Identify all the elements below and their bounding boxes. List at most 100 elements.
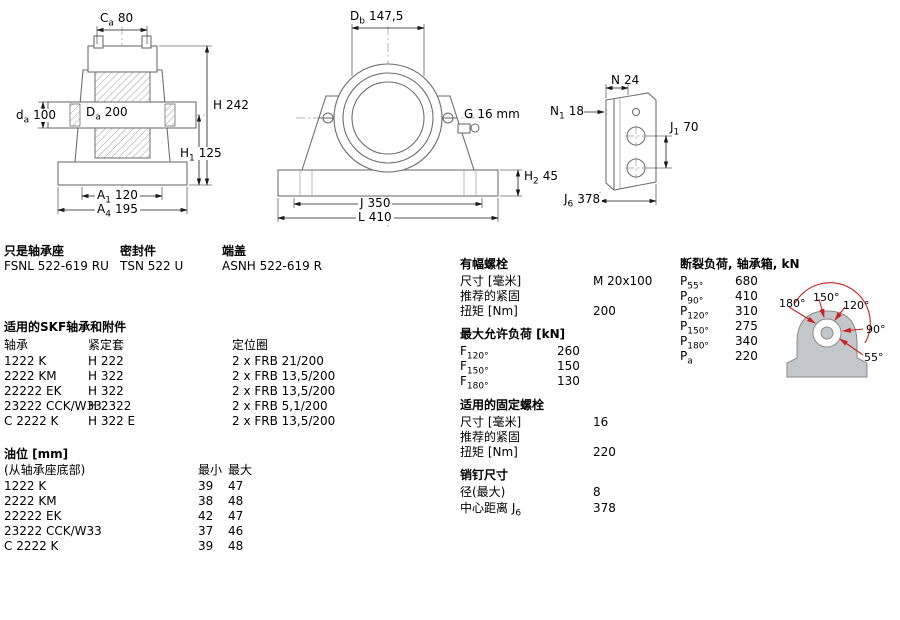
- col-bearing: 轴承: [4, 338, 29, 352]
- angle-label-90: 90°: [866, 323, 886, 336]
- pins-title: 销钉尺寸: [460, 468, 509, 482]
- pin-diameter-value: 8: [593, 485, 601, 499]
- sleeve-cell: H 322: [88, 369, 124, 383]
- angle-label-180: 180°: [779, 297, 806, 310]
- load-arrow-150: [818, 298, 825, 318]
- bearing-cell: 1222 K: [4, 354, 47, 368]
- oil-max-cell: 46: [228, 524, 244, 538]
- attachment-tighten-label: 推荐的紧固: [460, 289, 521, 303]
- oil-bearing-cell: 1222 K: [4, 479, 47, 493]
- breaking-load-value: 680: [735, 274, 758, 288]
- side-view-drawing: [38, 26, 212, 214]
- fixing-bolts-title: 适用的固定螺栓: [460, 398, 545, 412]
- breaking-load-value: 410: [735, 289, 758, 303]
- col-min: 最小: [198, 463, 223, 477]
- sleeve-cell: H 222: [88, 354, 124, 368]
- bearing-cell: 23222 CCK/W33: [4, 399, 102, 413]
- pin-center-distance-value: 378: [593, 501, 616, 515]
- breaking-load-label: P120°: [680, 304, 709, 322]
- seal-label: 密封件: [120, 244, 157, 258]
- col-ring: 定位圈: [232, 338, 269, 352]
- bearing-cell: 22222 EK: [4, 384, 62, 398]
- angle-label-55: 55°: [864, 351, 884, 364]
- oil-max-cell: 47: [228, 479, 244, 493]
- ring-cell: 2 x FRB 13,5/200: [232, 384, 336, 398]
- attachment-size-label: 尺寸 [毫米]: [460, 274, 522, 288]
- ring-cell: 2 x FRB 13,5/200: [232, 414, 336, 428]
- end-plate-drawing: [584, 84, 672, 205]
- bearing-cell: 2222 KM: [4, 369, 57, 383]
- housing-only-label: 只是轴承座: [4, 244, 65, 258]
- attachment-torque-label: 扭矩 [Nm]: [460, 304, 518, 318]
- load-arrow-120: [834, 306, 846, 321]
- oil-bearing-cell: 23222 CCK/W33: [4, 524, 102, 538]
- ring-cell: 2 x FRB 5,1/200: [232, 399, 328, 413]
- max-load-label: F120°: [460, 344, 489, 362]
- sleeve-cell: H 2322: [88, 399, 132, 413]
- fixing-size-value: 16: [593, 415, 609, 429]
- oil-min-cell: 39: [198, 479, 214, 493]
- breaking-load-value: 310: [735, 304, 758, 318]
- max-load-label: F150°: [460, 359, 489, 377]
- attachment-size-value: M 20x100: [593, 274, 653, 288]
- breaking-load-label: P150°: [680, 319, 709, 337]
- oil-min-cell: 38: [198, 494, 214, 508]
- oil-max-cell: 48: [228, 494, 244, 508]
- load-arrow-55: [839, 338, 864, 356]
- oil-level-title: 油位 [mm]: [4, 447, 69, 461]
- oil-bearing-cell: 22222 EK: [4, 509, 62, 523]
- oil-min-cell: 39: [198, 539, 214, 553]
- col-sleeve: 紧定套: [88, 338, 125, 352]
- breaking-load-value: 340: [735, 334, 758, 348]
- front-view-drawing: [277, 24, 522, 228]
- attachment-bolts-title: 有幅螺栓: [460, 257, 509, 271]
- load-angle-arc: [794, 282, 871, 344]
- breaking-load-value: 275: [735, 319, 758, 333]
- pin-diameter-label: 径(最大): [460, 485, 506, 499]
- oil-min-cell: 42: [198, 509, 214, 523]
- grease-fitting: [457, 123, 480, 134]
- load-arrow-180: [788, 306, 816, 324]
- ring-cell: 2 x FRB 21/200: [232, 354, 324, 368]
- attachment-torque-value: 200: [593, 304, 616, 318]
- breaking-load-label: Pa: [680, 349, 693, 367]
- fixing-torque-label: 扭矩 [Nm]: [460, 445, 518, 459]
- max-load-title: 最大允许负荷 [kN]: [460, 327, 566, 341]
- breaking-load-label: P90°: [680, 289, 704, 307]
- seal-designation: TSN 522 U: [120, 259, 184, 273]
- shaft-center: [820, 326, 834, 340]
- housing-designation: FSNL 522-619 RU: [4, 259, 109, 273]
- oil-min-cell: 37: [198, 524, 214, 538]
- max-load-value: 130: [557, 374, 580, 388]
- fixing-torque-value: 220: [593, 445, 616, 459]
- sleeve-cell: H 322: [88, 384, 124, 398]
- pin-center-distance-label: 中心距离 J6: [460, 501, 522, 519]
- col-max: 最大: [228, 463, 253, 477]
- sleeve-cell: H 322 E: [88, 414, 136, 428]
- breaking-load-value: 220: [735, 349, 758, 363]
- end-cover-designation: ASNH 522-619 R: [222, 259, 322, 273]
- oil-level-subtitle: (从轴承座底部): [4, 463, 86, 477]
- oil-max-cell: 48: [228, 539, 244, 553]
- oil-max-cell: 47: [228, 509, 244, 523]
- fixing-tighten-label: 推荐的紧固: [460, 430, 521, 444]
- angle-label-120: 120°: [843, 299, 870, 312]
- max-load-value: 260: [557, 344, 580, 358]
- load-direction-diagram: [786, 282, 871, 378]
- end-cover-label: 端盖: [222, 244, 247, 258]
